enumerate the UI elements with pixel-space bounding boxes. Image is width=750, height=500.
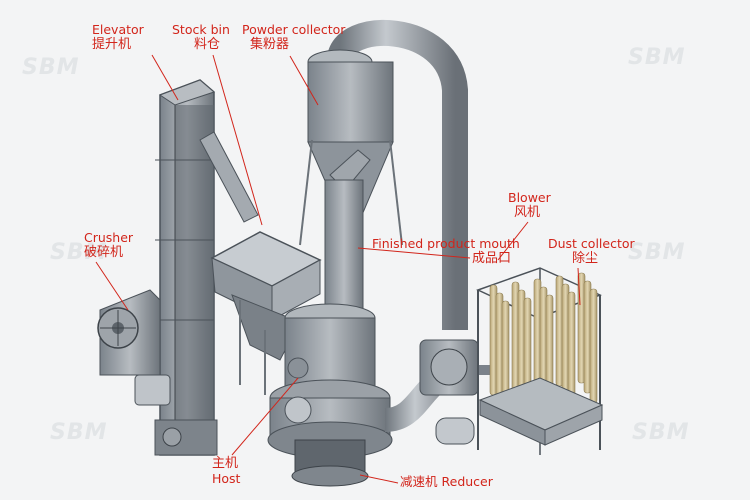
- label-stock-bin-zh: 料仓: [194, 37, 221, 52]
- watermark: SBM: [50, 420, 108, 445]
- leader-lines: [95, 54, 581, 484]
- label-host-zh: 主机: [212, 456, 239, 471]
- label-crusher-en: Crusher: [84, 230, 134, 245]
- label-finished-product-mouth-en: Finished product mouth: [372, 236, 520, 251]
- label-dust-collector: Dust collector 除尘: [548, 236, 635, 266]
- watermark: SBM: [628, 240, 686, 265]
- watermark: SBM: [22, 55, 80, 80]
- label-reducer-zh: 减速机: [400, 474, 438, 489]
- label-stock-bin: Stock bin 料仓: [172, 22, 230, 52]
- label-finished-product-mouth: Finished product mouth 成品口: [372, 236, 520, 266]
- elevator-machine: [154, 79, 259, 456]
- label-finished-product-mouth-zh: 成品口: [472, 251, 512, 266]
- watermark: SBM: [632, 420, 690, 445]
- powder-collector-machine: [299, 20, 468, 330]
- label-stock-bin-en: Stock bin: [172, 22, 230, 37]
- label-elevator: Elevator 提升机: [92, 22, 144, 52]
- label-powder-collector: Powder collector 集粉器: [242, 22, 345, 52]
- label-host-en: Host: [212, 471, 241, 486]
- crusher-machine: [97, 289, 171, 406]
- label-blower-zh: 风机: [514, 205, 541, 220]
- filter-bag: [589, 288, 598, 404]
- label-powder-collector-en: Powder collector: [242, 22, 346, 37]
- label-host: 主机 Host: [212, 456, 240, 486]
- filter-bag: [567, 291, 576, 407]
- stock-bin-machine: [210, 231, 322, 395]
- label-reducer: 减速机 Reducer: [400, 474, 493, 489]
- label-powder-collector-zh: 集粉器: [250, 37, 290, 52]
- label-dust-collector-zh: 除尘: [572, 251, 599, 266]
- label-blower: Blower 风机: [508, 190, 551, 220]
- watermark: SBM: [50, 240, 108, 265]
- watermark: SBM: [628, 45, 686, 70]
- label-dust-collector-en: Dust collector: [548, 236, 635, 251]
- label-blower-en: Blower: [508, 190, 551, 205]
- label-reducer-en: Reducer: [441, 474, 493, 489]
- label-crusher-zh: 破碎机: [84, 245, 124, 260]
- label-crusher: Crusher 破碎机: [84, 230, 133, 260]
- label-elevator-en: Elevator: [92, 22, 144, 37]
- label-elevator-zh: 提升机: [92, 37, 132, 52]
- dust-collector-machine: [476, 267, 604, 455]
